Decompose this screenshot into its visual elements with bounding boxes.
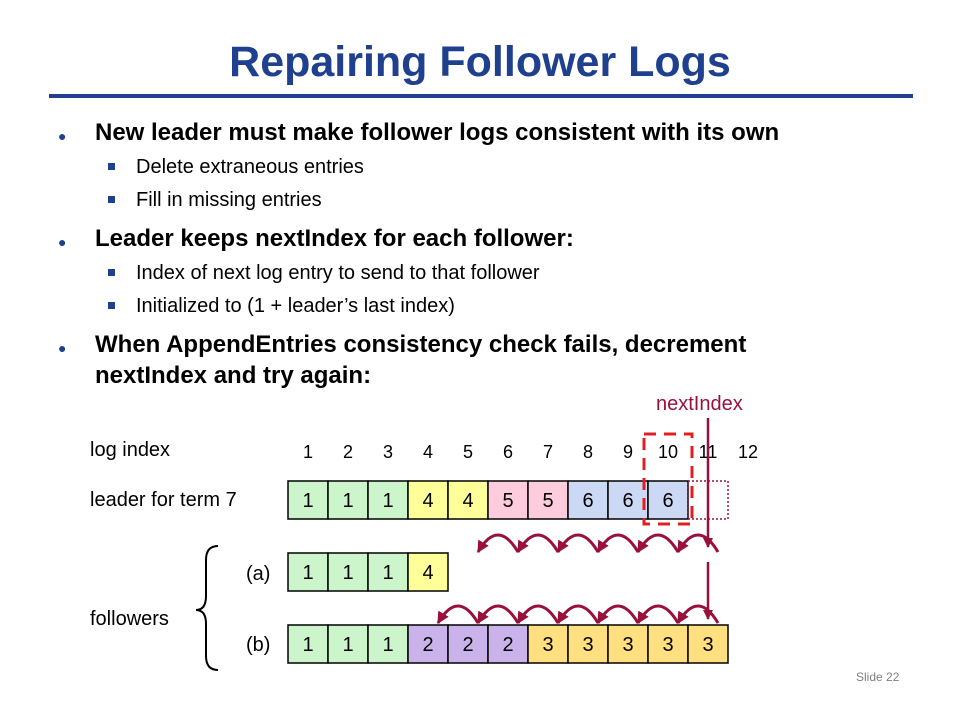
decrement-arrow-a [516,533,560,554]
follower-b-entry-term: 1 [302,634,313,656]
bullet-1-sub-1: Delete extraneous entries [136,156,364,178]
follower-b-entry-9 [607,624,649,664]
log-index-label: log index [90,439,171,461]
leader-entry-4 [407,480,449,520]
leader-entry-term: 6 [622,490,633,512]
leader-entry-9 [607,480,649,520]
follower-b-label: (b) [246,634,271,656]
leader-entry-3 [367,480,409,520]
bullet-dot-icon: ● [58,340,67,356]
log-index-number: 9 [623,442,633,462]
follower-b-entry-term: 1 [342,634,353,656]
sub-bullet-icon [108,269,115,276]
follower-b-entry-1 [287,624,329,664]
follower-a-entry-term: 1 [382,562,393,584]
bullet-2: Leader keeps nextIndex for each follower… [95,225,574,252]
follower-a-entry-3 [367,552,409,592]
bullet-2-sub-1: Index of next log entry to send to that … [136,262,540,284]
leader-entry-term: 1 [382,490,393,512]
slide-title: Repairing Follower Logs [229,38,731,86]
leader-entry-2 [327,480,369,520]
log-index-number: 12 [738,442,758,462]
log-index-number: 4 [423,442,433,462]
follower-b-entry-6 [487,624,529,664]
decrement-arrow-a [596,533,640,554]
sub-bullet-icon [108,163,115,170]
log-index-number: 7 [543,442,553,462]
follower-b-entry-2 [327,624,369,664]
follower-b-entry-11 [687,624,729,664]
follower-a-label: (a) [246,563,271,585]
log-index-number: 10 [658,442,678,462]
follower-a-entry-term: 1 [302,562,313,584]
follower-b-entry-7 [527,624,569,664]
leader-label: leader for term 7 [90,489,237,511]
log-index-number: 2 [343,442,353,462]
decrement-arrow-b [596,604,640,625]
decrement-arrow-a [636,533,680,554]
sub-bullet-icon [108,302,115,309]
follower-b-entry-term: 3 [582,634,593,656]
follower-b-entry-term: 3 [622,634,633,656]
log-index-number: 5 [463,442,473,462]
follower-b-entry-term: 2 [502,634,513,656]
decrement-arrow-b [476,604,520,625]
sub-bullet-icon [108,196,115,203]
leader-entry-term: 5 [542,490,553,512]
leader-entry-1 [287,480,329,520]
decrement-arrow-b [436,604,480,625]
log-index-number: 6 [503,442,513,462]
leader-entry-term: 6 [662,490,673,512]
followers-label: followers [90,608,169,630]
follower-b-entry-3 [367,624,409,664]
follower-b-entry-10 [647,624,689,664]
follower-b-entry-term: 2 [462,634,473,656]
leader-entry-8 [567,480,609,520]
bullet-1-sub-2: Fill in missing entries [136,189,322,211]
log-index-number: 3 [383,442,393,462]
leader-entry-term: 5 [502,490,513,512]
decrement-arrow-a [556,533,600,554]
decrement-arrow-a [676,533,720,554]
follower-b-entry-4 [407,624,449,664]
leader-entry-term: 4 [422,490,433,512]
next-index-highlight [642,432,694,526]
title-underline [49,94,913,98]
follower-b-entry-term: 1 [382,634,393,656]
follower-a-entry-term: 1 [342,562,353,584]
decrement-arrow-b [516,604,560,625]
next-index-label: nextIndex [656,393,743,415]
follower-a-entry-1 [287,552,329,592]
bullet-3-line-2: nextIndex and try again: [95,362,372,389]
bullet-3-line-1: When AppendEntries consistency check fai… [95,331,747,358]
log-index-number: 8 [583,442,593,462]
bullet-dot-icon: ● [58,128,67,144]
bullet-dot-icon: ● [58,234,67,250]
follower-a-entry-4 [407,552,449,592]
follower-a-entry-term: 4 [422,562,433,584]
decrement-arrow-b [556,604,600,625]
decrement-arrow-a [476,533,520,554]
leader-entry-term: 4 [462,490,473,512]
leader-entry-term: 6 [582,490,593,512]
decrement-arrow-b [676,604,720,625]
bullet-2-sub-2: Initialized to (1 + leader’s last index) [136,295,455,317]
followers-brace [195,545,219,671]
leader-entry-10 [647,480,689,520]
log-index-number: 1 [303,442,313,462]
slide-number: Slide 22 [856,670,900,684]
follower-b-entry-term: 2 [422,634,433,656]
leader-entry-term: 1 [302,490,313,512]
leader-entry-term: 1 [342,490,353,512]
follower-b-entry-term: 3 [542,634,553,656]
follower-b-entry-term: 3 [702,634,713,656]
bullet-1: New leader must make follower logs consi… [95,119,780,146]
leader-entry-5 [447,480,489,520]
follower-b-entry-term: 3 [662,634,673,656]
decrement-arrow-b [636,604,680,625]
